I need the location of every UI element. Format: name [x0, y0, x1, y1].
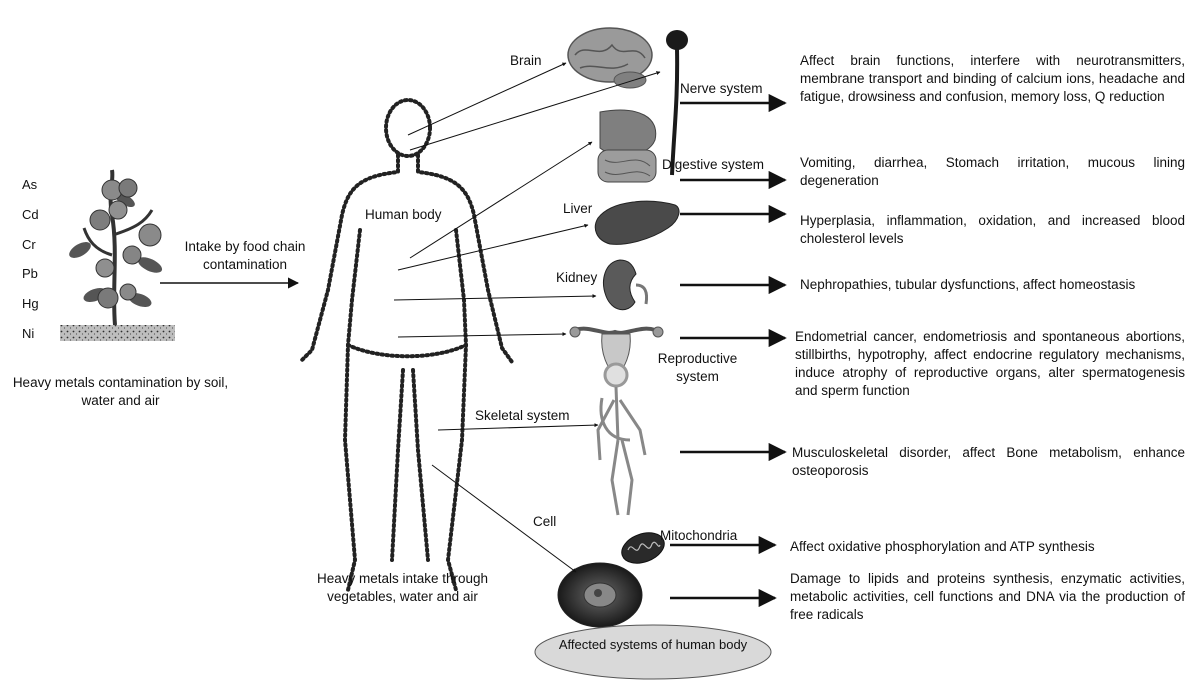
effect-liver: Hyperplasia, inflammation, oxidation, an…	[800, 212, 1185, 248]
body-caption: Heavy metals intake through vegetables, …	[300, 570, 505, 606]
arrow-to-brain	[408, 63, 566, 135]
human-body-silhouette	[300, 100, 512, 590]
effect-reproductive-system: Endometrial cancer, endometriosis and sp…	[795, 328, 1185, 400]
label-skeletal-system: Skeletal system	[475, 407, 570, 425]
metal-symbol: As	[22, 177, 37, 193]
metal-symbol: Hg	[22, 296, 39, 312]
label-liver: Liver	[563, 200, 592, 218]
label-mitochondria: Mitochondria	[660, 527, 737, 545]
affected-systems-label: Affected systems of human body	[538, 636, 768, 676]
liver-image	[595, 201, 679, 244]
label-reproductive-system: Reproductive system	[650, 350, 745, 386]
arrow-to-reproductive	[398, 334, 566, 337]
metal-symbol: Pb	[22, 266, 38, 282]
effect-kidney: Nephropathies, tubular dysfunctions, aff…	[800, 276, 1185, 294]
effect-digestive-system: Vomiting, diarrhea, Stomach irritation, …	[800, 154, 1185, 190]
brain-image	[568, 28, 652, 88]
skeleton-image	[598, 364, 645, 515]
arrow-to-kidney	[394, 296, 596, 300]
label-kidney: Kidney	[556, 269, 597, 287]
metal-symbol: Cr	[22, 237, 36, 253]
effect-cell: Damage to lipids and proteins synthesis,…	[790, 570, 1185, 624]
effect-skeletal-system: Musculoskeletal disorder, affect Bone me…	[792, 444, 1185, 480]
digestive-system-image	[598, 110, 656, 182]
kidney-image	[604, 260, 647, 310]
effect-mitochondria: Affect oxidative phosphorylation and ATP…	[790, 538, 1185, 556]
source-caption: Heavy metals contamination by soil, wate…	[8, 374, 233, 410]
cell-image	[558, 563, 642, 627]
label-nerve-system: Nerve system	[680, 80, 763, 98]
tomato-plant-image	[60, 170, 175, 341]
label-cell: Cell	[533, 513, 556, 531]
metal-symbol: Cd	[22, 207, 39, 223]
label-digestive-system: Digestive system	[662, 156, 764, 174]
effect-nerve-system: Affect brain functions, interfere with n…	[800, 52, 1185, 106]
human-body-label: Human body	[365, 206, 442, 224]
intake-label: Intake by food chain contamination	[180, 238, 310, 274]
label-brain: Brain	[510, 52, 542, 70]
metal-symbol: Ni	[22, 326, 34, 342]
